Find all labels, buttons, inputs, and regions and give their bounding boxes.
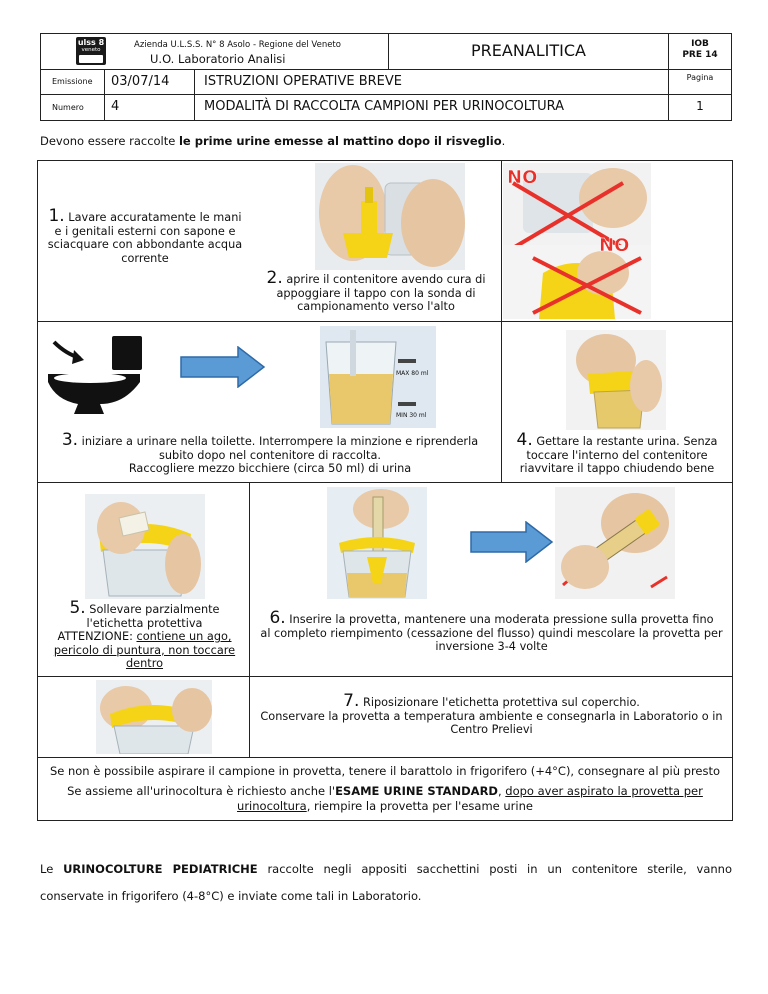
- step-3-line2: subito dopo nel contenitore di raccolta.: [158, 448, 381, 462]
- step-7-first: Riposizionare l'etichetta protettiva sul…: [359, 696, 640, 709]
- step-4-number: 4.: [516, 430, 533, 450]
- intro-bold: le prime urine emesse al mattino dopo il…: [178, 134, 502, 148]
- photo-lifting-label-art: [85, 494, 205, 599]
- step-5-warning-3: dentro: [125, 657, 164, 670]
- toilet-icon: [44, 328, 149, 416]
- header-unit: U.O. Laboratorio Analisi: [150, 52, 286, 66]
- pagina-label: Pagina: [686, 73, 714, 82]
- photo-filled-container: MAX 80 ml MIN 30 ml: [320, 326, 436, 428]
- photo-closing-cap-art: [566, 330, 666, 430]
- step-1-line3: sciacquare con abbondante acqua: [47, 238, 243, 251]
- logo-icons: [79, 55, 103, 63]
- arrow-right-icon: [180, 345, 266, 389]
- photo-open-container: [315, 163, 465, 270]
- note-exam-part3: , riempire la provetta per l'esame urine: [306, 799, 533, 813]
- max-label: MAX 80 ml: [396, 370, 429, 377]
- intro-suffix: .: [501, 134, 506, 148]
- step-3: 3. iniziare a urinare nella toilette. In…: [40, 432, 500, 476]
- photo-reposition-label-art: [96, 680, 212, 754]
- step-5: 5. Sollevare parzialmente l'etichetta pr…: [40, 600, 249, 671]
- step-6-number: 6.: [269, 608, 286, 628]
- step-1-first: Lavare accuratamente le mani: [64, 211, 242, 224]
- photo-mixing-tube-art: [555, 487, 675, 599]
- numero-label: Numero: [52, 103, 84, 112]
- step-2-number: 2.: [266, 268, 283, 288]
- step-2: 2. aprire il contenitore avendo cura di …: [251, 270, 501, 314]
- photo-filled-container-art: [320, 326, 436, 428]
- photo-lifting-label: [85, 494, 205, 599]
- step-7-number: 7.: [343, 691, 360, 711]
- footer-line2: conservate in frigorifero (4-8°C) e invi…: [40, 889, 422, 903]
- step-5-warning-2: pericolo di puntura, non toccare: [53, 643, 236, 657]
- step-2-line3: campionamento verso l'alto: [297, 300, 455, 313]
- footer-bold: URINOCOLTURE PEDIATRICHE: [63, 862, 258, 876]
- logo-line2: veneto: [81, 47, 101, 53]
- intro-text: Devono essere raccolte le prime urine em…: [40, 134, 505, 148]
- header-org: Azienda U.L.S.S. N° 8 Asolo - Regione de…: [134, 40, 341, 50]
- note-standard-exam: Se assieme all'urinocoltura è richiesto …: [38, 784, 732, 814]
- step-4: 4. Gettare la restante urina. Senza tocc…: [503, 432, 731, 476]
- photo-closing-cap: [566, 330, 666, 430]
- photo-wrong-handling: NO NO: [503, 163, 651, 319]
- doc-type: ISTRUZIONI OPERATIVE BREVE: [204, 74, 402, 89]
- step-6-line3: inversione 3-4 volte: [435, 640, 548, 653]
- doc-subject: MODALITÀ DI RACCOLTA CAMPIONI PER URINOC…: [204, 99, 565, 114]
- step-4-line3: riavvitare il tappo chiudendo bene: [519, 462, 715, 475]
- step-3-line3: Raccogliere mezzo bicchiere (circa 50 ml…: [128, 462, 412, 475]
- footer-paragraph: Le URINOCOLTURE PEDIATRICHE raccolte neg…: [40, 856, 732, 910]
- step-3-first: iniziare a urinare nella toilette. Inter…: [78, 435, 479, 448]
- photo-reposition-label: [96, 680, 212, 754]
- step-7: 7. Riposizionare l'etichetta protettiva …: [251, 693, 732, 737]
- step-6-line2: al completo riempimento (cessazione del …: [260, 626, 723, 640]
- photo-mixing-tube: [555, 487, 675, 599]
- step-6: 6. Inserire la provetta, mantenere una m…: [251, 610, 732, 654]
- step-6-first: Inserire la provetta, mantenere una mode…: [285, 613, 714, 626]
- emissione-value: 03/07/14: [111, 74, 170, 89]
- step-1-line2: e i genitali esterni con sapone e: [54, 224, 236, 238]
- page-number: 1: [696, 99, 704, 113]
- step-7-line3: Centro Prelievi: [450, 723, 533, 736]
- note-exam-underline-2: urinocoltura: [237, 799, 307, 813]
- step-1-number: 1.: [48, 206, 65, 226]
- step-5-number: 5.: [69, 598, 86, 618]
- photo-wrong-handling-art: [503, 163, 651, 319]
- doc-code-line2: PRE 14: [682, 50, 718, 60]
- arrow-right-icon-2: [470, 520, 554, 564]
- step-3-number: 3.: [61, 430, 79, 450]
- step-4-line2: toccare l'interno del contenitore: [526, 448, 708, 462]
- photo-inserting-tube-art: [327, 487, 427, 599]
- footer-line1: raccolte negli appositi sacchettini post…: [257, 862, 732, 876]
- step-5-attention: ATTENZIONE:: [57, 630, 137, 643]
- step-5-line2: l'etichetta protettiva: [86, 616, 203, 630]
- note-exam-bold: ESAME URINE STANDARD: [335, 784, 498, 798]
- logo-line1: ulss 8: [77, 38, 105, 47]
- step-5-first: Sollevare parzialmente: [85, 603, 220, 616]
- doc-code-line1: IOB: [691, 39, 709, 49]
- step-7-line2: Conservare la provetta a temperatura amb…: [260, 709, 723, 723]
- intro-prefix: Devono essere raccolte: [40, 134, 179, 148]
- footer-pre: Le: [40, 862, 64, 876]
- emissione-label: Emissione: [52, 77, 93, 86]
- step-1-line4: corrente: [121, 251, 169, 265]
- photo-inserting-tube: [327, 487, 427, 599]
- toilet-icon-art: [48, 336, 142, 414]
- header-title: PREANALITICA: [471, 41, 586, 60]
- note-exam-part1: Se assieme all'urinocoltura è richiesto …: [67, 784, 336, 798]
- step-1: 1. Lavare accuratamente le mani e i geni…: [40, 208, 250, 265]
- step-4-first: Gettare la restante urina. Senza: [532, 435, 718, 448]
- step-2-line2: appoggiare il tappo con la sonda di: [276, 286, 476, 300]
- note-exam-underline-1: dopo aver aspirato la provetta per: [505, 784, 703, 798]
- step-5-warning-1: contiene un ago,: [136, 630, 232, 643]
- photo-open-container-art: [315, 163, 465, 270]
- arrow-right-icon-art: [180, 345, 266, 389]
- note-exam-part2: ,: [497, 784, 506, 798]
- arrow-right-icon-2-art: [470, 520, 554, 564]
- numero-value: 4: [111, 99, 120, 114]
- no-label-1: NO: [507, 167, 538, 189]
- min-label: MIN 30 ml: [396, 412, 427, 419]
- note-storage: Se non è possibile aspirare il campione …: [49, 764, 721, 778]
- ulss-logo: ulss 8 veneto: [76, 37, 106, 65]
- no-label-2: NO: [599, 235, 630, 257]
- step-2-first: aprire il contenitore avendo cura di: [282, 273, 486, 286]
